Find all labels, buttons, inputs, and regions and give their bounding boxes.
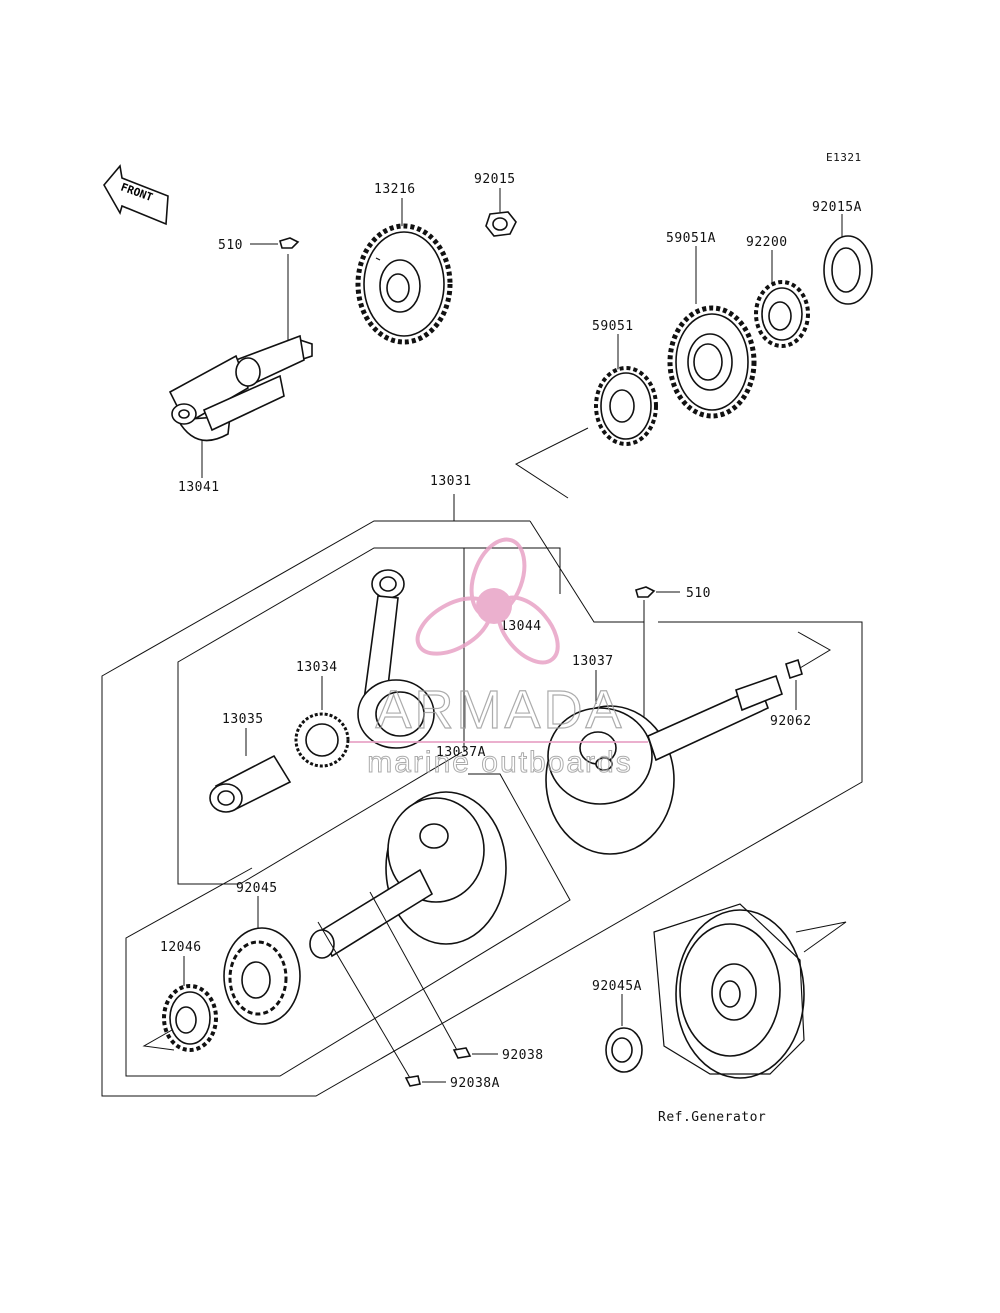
part-label-59051A[interactable]: 59051A (666, 231, 716, 246)
bearing-92045 (223, 896, 301, 1025)
part-label-13031[interactable]: 13031 (430, 474, 472, 489)
plug-92062 (785, 631, 831, 710)
part-label-92062[interactable]: 92062 (770, 714, 812, 729)
part-label-13034[interactable]: 13034 (296, 660, 338, 675)
part-label-92045[interactable]: 92045 (236, 881, 278, 896)
nut-92015 (485, 188, 517, 237)
watermark-tagline: marine outboards (367, 746, 632, 779)
generator-rotor (653, 903, 847, 1079)
gear-59051A (667, 246, 757, 419)
part-label-13037[interactable]: 13037 (572, 654, 614, 669)
bearing-92045A (605, 994, 643, 1073)
propeller-logo-icon (415, 537, 560, 665)
watermark-brand: ARMADA (375, 680, 624, 740)
crank-pin-13035 (209, 728, 292, 813)
gear-13216 (355, 198, 453, 345)
armada-watermark: ARMADA marine outboards (350, 537, 648, 780)
reference-note: Ref.Generator (658, 1110, 766, 1125)
key-510-top (279, 237, 300, 249)
crankshaft-half-13037A (309, 791, 507, 959)
diagram-code: E1321 (826, 151, 862, 164)
part-label-59051[interactable]: 59051 (592, 319, 634, 334)
key-92038A (317, 921, 446, 1087)
part-label-12046[interactable]: 12046 (160, 940, 202, 955)
part-label-92015[interactable]: 92015 (474, 172, 516, 187)
part-label-13035[interactable]: 13035 (222, 712, 264, 727)
crankshaft-assembly-bracket (101, 494, 863, 1097)
key-510-right (635, 586, 656, 598)
part-label-510-top[interactable]: 510 (218, 238, 243, 253)
part-label-13041[interactable]: 13041 (178, 480, 220, 495)
part-label-13216[interactable]: 13216 (374, 182, 416, 197)
part-label-92200[interactable]: 92200 (746, 235, 788, 250)
part-label-13037A[interactable]: 13037A (436, 745, 486, 760)
part-label-92015A[interactable]: 92015A (812, 200, 862, 215)
washer-92200 (754, 250, 810, 348)
gear-59051 (594, 334, 658, 446)
balancer-shaft-13041 (168, 254, 313, 478)
connecting-rod-13044 (357, 569, 435, 749)
part-label-92045A[interactable]: 92045A (592, 979, 642, 994)
part-label-92038A[interactable]: 92038A (450, 1076, 500, 1091)
assembly-arrow (514, 427, 589, 499)
front-arrow-icon: FRONT (103, 164, 169, 226)
key-92038 (369, 891, 498, 1059)
sprocket-12046 (142, 956, 218, 1052)
part-label-92038[interactable]: 92038 (502, 1048, 544, 1063)
needle-bearing-13034 (294, 676, 350, 768)
part-label-13044[interactable]: 13044 (500, 619, 542, 634)
nut-92015A (823, 214, 873, 305)
part-label-510-right[interactable]: 510 (686, 586, 711, 601)
